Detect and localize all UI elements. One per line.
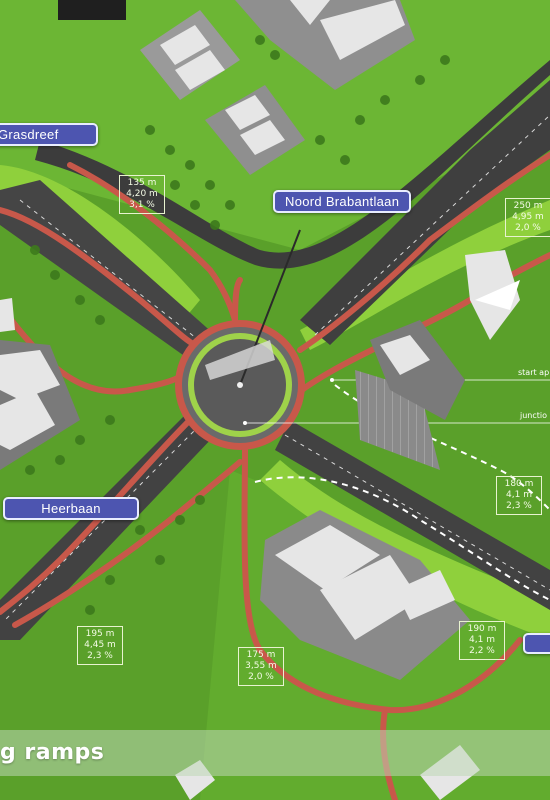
ramp-stats-box: 190 m 4,1 m 2,2 %	[459, 621, 505, 660]
ramp-length: 175 m	[246, 650, 276, 660]
ramp-grade: 2,2 %	[469, 646, 495, 656]
ramp-width: 4,45 m	[84, 640, 116, 650]
motorway-nw-lanes	[19, 199, 206, 346]
ramp-stats-box: 195 m 4,45 m 2,3 %	[77, 626, 123, 665]
roundabout-arch	[205, 340, 275, 380]
ramp-grade: 2,0 %	[515, 223, 541, 233]
ramp-width: 3,55 m	[245, 661, 277, 671]
ramp-grade: 2,0 %	[248, 672, 274, 682]
trees	[25, 35, 450, 615]
ramp-grade: 3,1 %	[129, 200, 155, 210]
ramp-stats-box: 175 m 3,55 m 2,0 %	[238, 647, 284, 686]
roundabout-pylon	[237, 382, 243, 388]
dark-building-top-left	[58, 0, 126, 20]
caption-banner	[0, 730, 550, 776]
motorway-sw-lanes	[4, 424, 201, 621]
motorway-sw	[0, 410, 215, 640]
callout-dot-junction	[243, 421, 247, 425]
buildings	[0, 0, 520, 800]
street-label-noord-brabantlaan: Noord Brabantlaan	[273, 190, 412, 213]
ramp-length: 190 m	[467, 624, 497, 634]
ramp-north-curve	[35, 60, 550, 269]
ramp-length: 195 m	[85, 629, 115, 639]
motorway-se-lanes	[284, 434, 550, 591]
street-label-right-edge	[523, 633, 550, 654]
dashed-route	[254, 476, 550, 601]
ramp-width: 4,95 m	[512, 212, 544, 222]
ramp-stats-box: 135 m 4,20 m 3,1 %	[119, 175, 165, 214]
callout-start-label: start ap	[518, 368, 550, 377]
ramp-stats-box: 250 m 4,95 m 2,0 %	[505, 198, 550, 237]
ramp-length: 180 m	[504, 479, 534, 489]
caption-text: g ramps	[0, 740, 105, 765]
ramp-length: 250 m	[513, 201, 543, 211]
ramp-width: 4,1 m	[506, 490, 532, 500]
callout-junction-label: junctio	[520, 411, 548, 420]
ramp-grade: 2,3 %	[506, 501, 532, 511]
motorway-ne	[300, 80, 550, 345]
ramp-length: 135 m	[127, 178, 157, 188]
grass-bright-verge-2	[260, 460, 550, 640]
ramp-width: 4,1 m	[469, 635, 495, 645]
ramp-stats-box: 180 m 4,1 m 2,3 %	[496, 476, 542, 515]
callout-dot-start	[330, 378, 334, 382]
street-label-heerbaan: Heerbaan	[3, 497, 139, 520]
ramp-width: 4,20 m	[126, 189, 158, 199]
ramp-grade: 2,3 %	[87, 651, 113, 661]
street-label-grasdreef: Grasdreef	[0, 123, 98, 146]
